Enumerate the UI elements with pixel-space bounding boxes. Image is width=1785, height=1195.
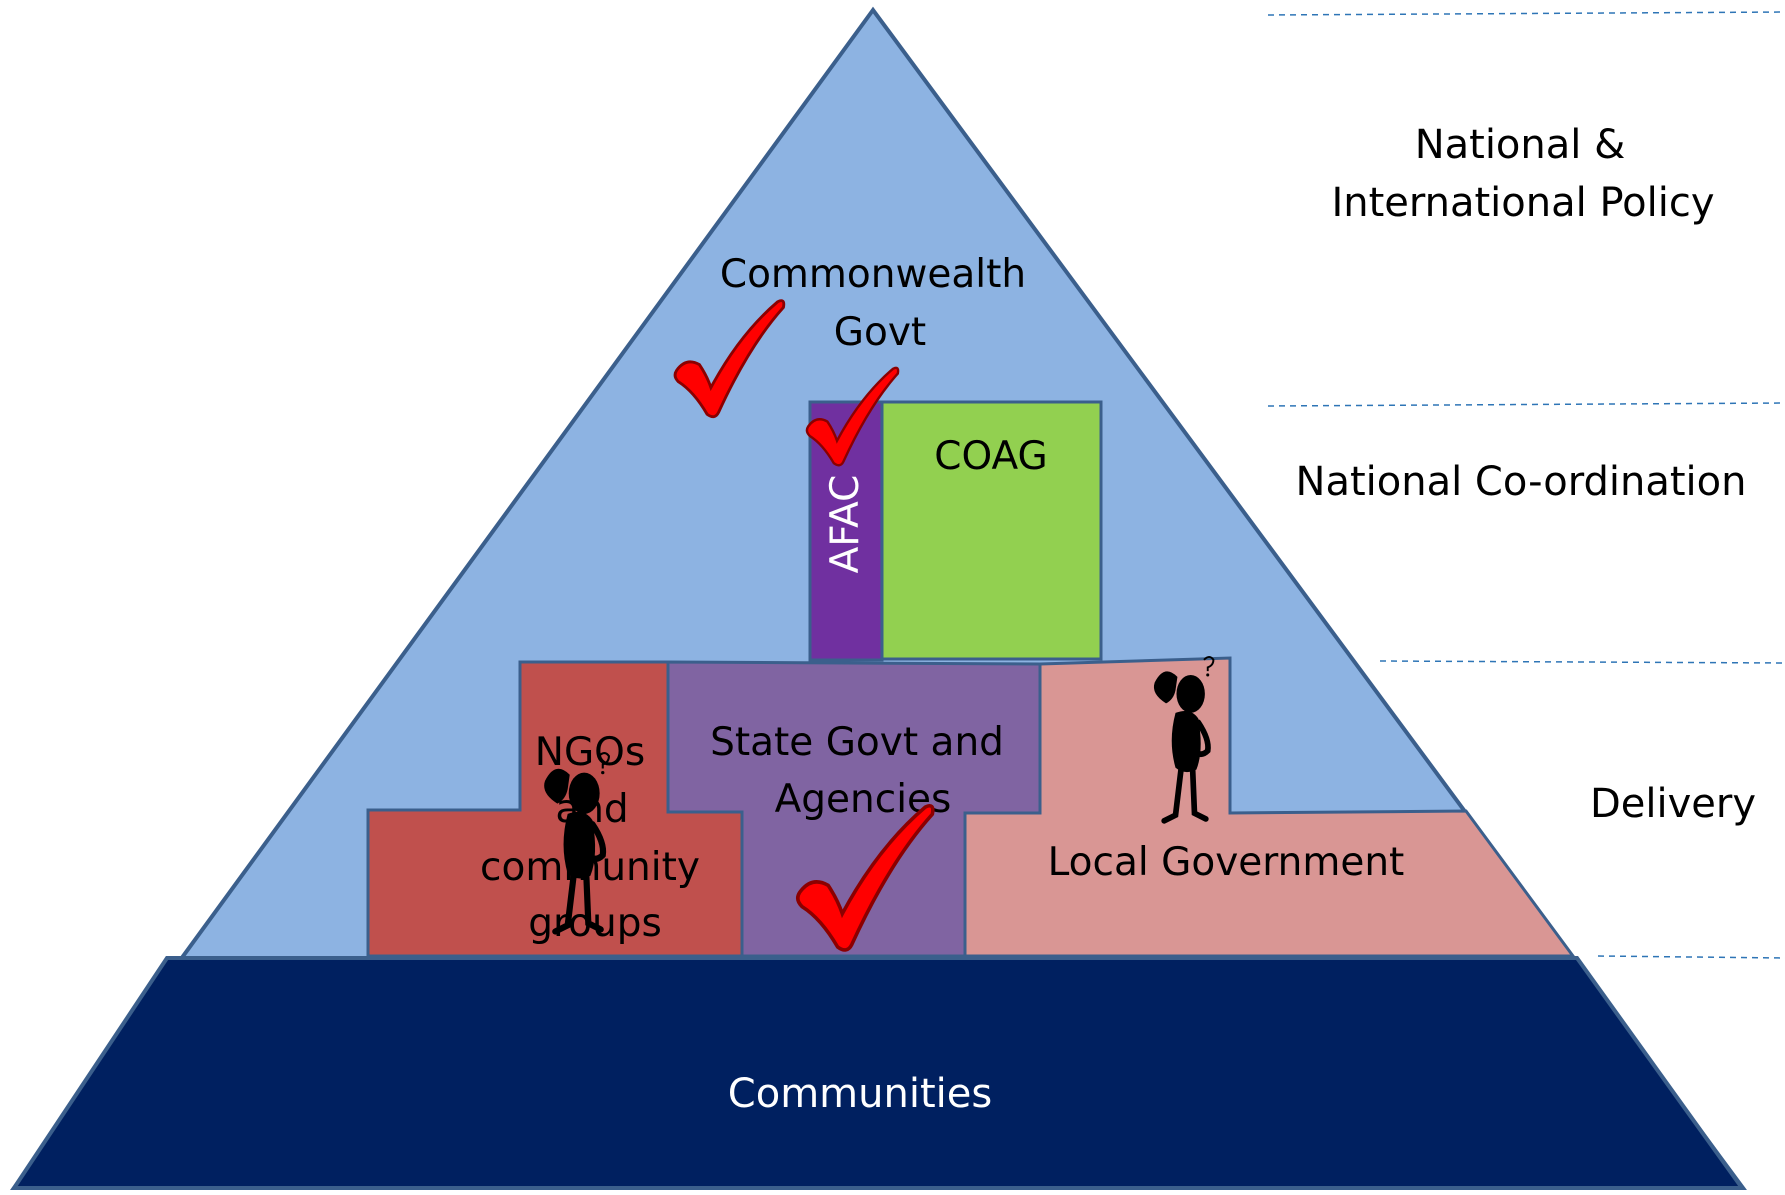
local-government-label: Local Government <box>1048 840 1405 885</box>
commonwealth-label-line2: Govt <box>834 310 926 355</box>
coag-block <box>880 400 1103 661</box>
tier-delivery: Delivery <box>1590 781 1756 827</box>
tier-policy-line1: National & <box>1415 122 1626 168</box>
divider-top <box>1267 11 1785 16</box>
divider-delivery-bottom <box>1597 955 1785 959</box>
divider-coordination-delivery <box>1379 660 1785 664</box>
afac-label: AFAC <box>823 475 868 574</box>
communities-base <box>10 956 1746 1190</box>
state-govt-label-line1: State Govt and <box>710 720 1004 765</box>
ngo-label-line1: NGOs <box>535 730 645 775</box>
coag-label: COAG <box>934 434 1047 479</box>
tier-coordination: National Co-ordination <box>1296 459 1747 505</box>
communities-label: Communities <box>728 1071 992 1117</box>
commonwealth-label-line1: Commonwealth <box>720 252 1026 297</box>
tier-policy-line2: International Policy <box>1331 180 1714 226</box>
divider-policy-coordination <box>1267 402 1785 407</box>
